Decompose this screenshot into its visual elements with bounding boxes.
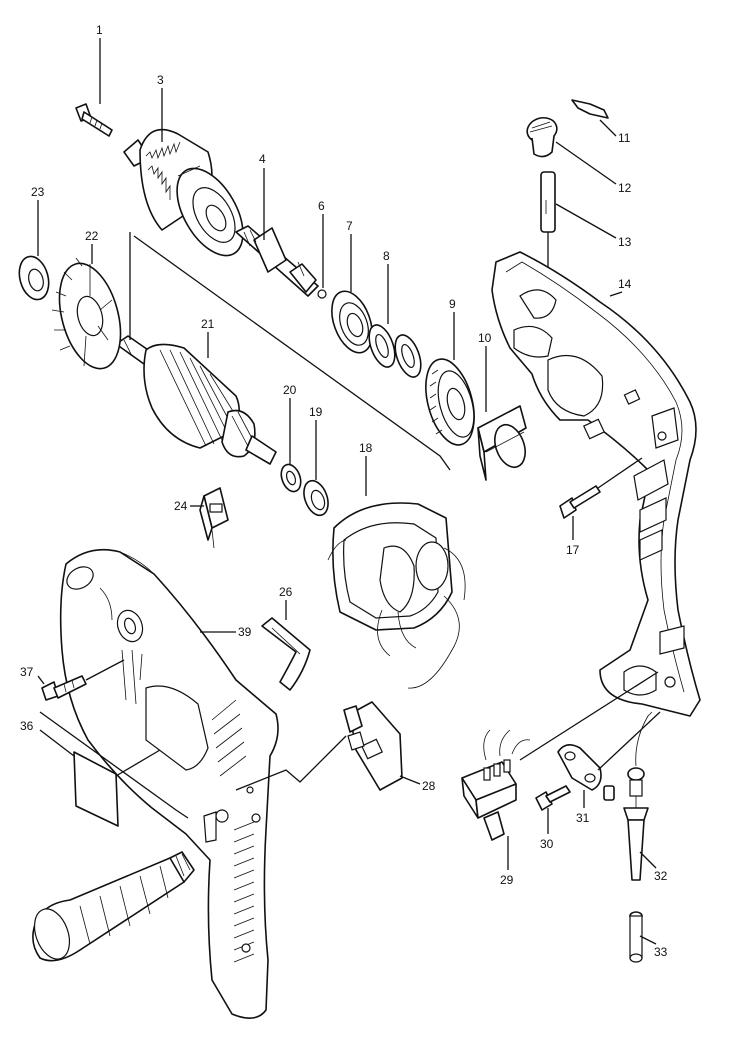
part-1-chuck-screw xyxy=(75,103,113,137)
label-13: 13 xyxy=(618,235,632,249)
label-19: 19 xyxy=(309,405,323,419)
leader-11 xyxy=(599,119,617,137)
part-6-steel-ball xyxy=(317,289,327,299)
part-24-brush-holder xyxy=(199,487,229,549)
part-4-spindle xyxy=(235,225,319,297)
label-23: 23 xyxy=(31,185,45,199)
label-11: 11 xyxy=(618,131,631,145)
part-14-housing xyxy=(491,251,701,717)
part-28-switch xyxy=(343,701,403,791)
assembly-line-29 xyxy=(519,671,659,761)
label-31: 31 xyxy=(576,811,590,825)
part-17-tapping-screw xyxy=(559,485,601,519)
label-28: 28 xyxy=(422,779,436,793)
label-1: 1 xyxy=(96,23,103,37)
leader-33 xyxy=(639,935,657,945)
cord-clamp-sleeve xyxy=(603,785,615,801)
leader-28 xyxy=(399,775,421,785)
part-18-field xyxy=(327,502,466,689)
label-33: 33 xyxy=(654,945,668,959)
label-8: 8 xyxy=(383,249,390,263)
label-20: 20 xyxy=(283,383,297,397)
label-30: 30 xyxy=(540,837,554,851)
part-22-fan xyxy=(51,257,122,370)
label-4: 4 xyxy=(259,152,266,166)
assembly-line-37 xyxy=(85,659,125,681)
leader-32 xyxy=(639,851,657,869)
label-26: 26 xyxy=(279,585,293,599)
label-17: 17 xyxy=(566,543,580,557)
label-32: 32 xyxy=(654,869,668,883)
label-21: 21 xyxy=(201,317,215,331)
part-33-cord xyxy=(629,911,643,963)
part-30-pan-head-screw xyxy=(535,785,571,811)
part-29-reversing-switch xyxy=(461,729,531,841)
label-6: 6 xyxy=(318,199,325,213)
part-37-tapping-screw xyxy=(41,675,87,701)
side-grip xyxy=(32,851,195,962)
label-29: 29 xyxy=(500,873,514,887)
leader-14 xyxy=(609,291,623,297)
leader-36 xyxy=(39,729,75,757)
part-20-insulation-washer xyxy=(280,463,302,493)
label-10: 10 xyxy=(478,331,492,345)
part-13-pin xyxy=(540,171,556,233)
label-18: 18 xyxy=(359,441,373,455)
label-7: 7 xyxy=(346,219,353,233)
part-31-strain-relief xyxy=(557,744,602,791)
label-9: 9 xyxy=(449,297,456,311)
label-37: 37 xyxy=(20,665,34,679)
assembly-line-28 xyxy=(235,735,347,791)
label-22: 22 xyxy=(85,229,99,243)
part-19-ball-bearing xyxy=(303,479,329,517)
part-8-flat-washer xyxy=(368,324,422,378)
part-39-handle-set xyxy=(59,548,279,1019)
part-11-clip xyxy=(571,99,609,119)
power-cord-lead xyxy=(635,711,653,767)
assembly-line-17 xyxy=(597,457,643,489)
label-24: 24 xyxy=(174,499,188,513)
label-14: 14 xyxy=(618,277,632,291)
part-26-leaf-spring xyxy=(261,617,311,691)
assembly-line-31 xyxy=(597,711,661,771)
label-36: 36 xyxy=(20,719,34,733)
assembly-axis-line-2 xyxy=(133,235,451,471)
part-32-cord-guard xyxy=(623,767,649,881)
part-21-armature xyxy=(115,335,277,465)
part-23-ball-bearing xyxy=(18,255,50,301)
leader-13 xyxy=(555,203,617,239)
leader-12 xyxy=(555,141,617,185)
part-9-helical-gear xyxy=(425,358,475,446)
leader-37 xyxy=(37,675,45,685)
part-12-knob xyxy=(526,116,558,158)
label-12: 12 xyxy=(618,181,632,195)
part-10-bearing-retainer xyxy=(477,405,527,481)
assembly-line-grip xyxy=(39,711,189,819)
part-3-drill-chuck xyxy=(123,128,244,257)
label-3: 3 xyxy=(157,73,164,87)
part-36-name-plate xyxy=(73,751,119,827)
part-7-ball-bearing xyxy=(331,290,373,354)
label-39: 39 xyxy=(238,625,252,639)
